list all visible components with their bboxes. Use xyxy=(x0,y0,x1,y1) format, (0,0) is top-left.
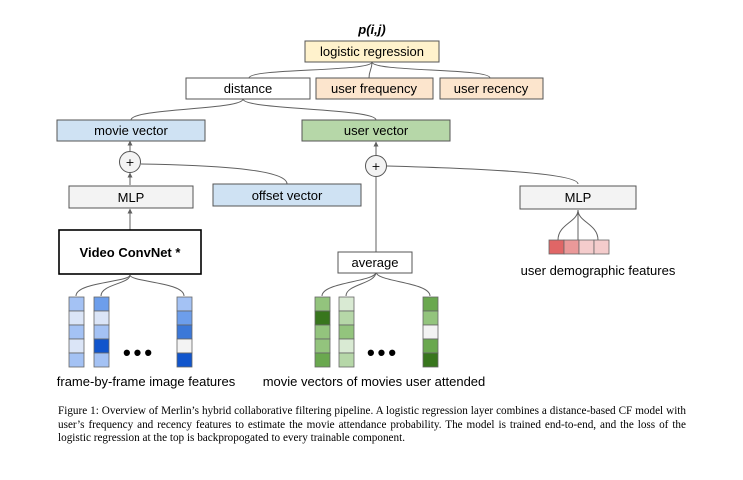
feature-cell xyxy=(176,310,193,326)
feature-cell xyxy=(176,352,193,368)
ellipsis-right: ••• xyxy=(367,340,399,365)
feature-cell xyxy=(338,352,355,368)
mlp-left-node: MLP xyxy=(68,185,194,209)
movie-column-n xyxy=(422,296,439,368)
figure-caption: Figure 1: Overview of Merlin’s hybrid co… xyxy=(58,405,686,444)
mlp-left-label: MLP xyxy=(118,190,145,205)
feature-cell xyxy=(338,338,355,354)
feature-cell xyxy=(176,338,193,354)
mlp-right-node: MLP xyxy=(519,185,637,210)
feature-cell xyxy=(338,296,355,312)
feature-cell xyxy=(93,296,110,312)
feature-cell xyxy=(338,324,355,340)
feature-cell xyxy=(314,296,331,312)
demographic-cell xyxy=(593,239,610,255)
plus-icon: + xyxy=(371,160,380,173)
feature-cell xyxy=(314,352,331,368)
mlp-right-label: MLP xyxy=(565,190,592,205)
offset-vector-label: offset vector xyxy=(252,188,323,203)
feature-cell xyxy=(338,310,355,326)
feature-cell xyxy=(422,324,439,340)
user-demographic-strip xyxy=(548,239,610,255)
feature-cell xyxy=(422,296,439,312)
logistic-regression-label: logistic regression xyxy=(320,44,424,59)
feature-cell xyxy=(68,338,85,354)
plus-node-left: + xyxy=(119,151,141,173)
distance-node: distance xyxy=(185,77,311,100)
movie-vector-label: movie vector xyxy=(94,123,168,138)
movie-column-2 xyxy=(338,296,355,368)
feature-cell xyxy=(422,338,439,354)
feature-cell xyxy=(68,352,85,368)
movie-column-1 xyxy=(314,296,331,368)
video-convnet-node: Video ConvNet * xyxy=(58,229,202,275)
plus-icon: + xyxy=(125,156,134,169)
frame-feature-columns xyxy=(68,296,193,368)
feature-cell xyxy=(93,324,110,340)
feature-cell xyxy=(176,296,193,312)
feature-cell xyxy=(93,352,110,368)
user-recency-label: user recency xyxy=(454,81,529,96)
user-frequency-label: user frequency xyxy=(331,81,417,96)
plus-node-right: + xyxy=(365,155,387,177)
movie-vector-node: movie vector xyxy=(56,119,206,142)
feature-cell xyxy=(68,324,85,340)
user-demographic-features-label: user demographic features xyxy=(521,263,676,278)
average-label: average xyxy=(352,255,399,270)
feature-cell xyxy=(314,324,331,340)
user-vector-node: user vector xyxy=(301,119,451,142)
ellipsis-left: ••• xyxy=(123,340,155,365)
movie-vectors-label: movie vectors of movies user attended xyxy=(263,374,486,389)
offset-vector-node: offset vector xyxy=(212,183,362,207)
video-convnet-label: Video ConvNet * xyxy=(80,245,182,260)
feature-cell xyxy=(314,338,331,354)
feature-cell xyxy=(93,310,110,326)
feature-cell xyxy=(422,310,439,326)
distance-label: distance xyxy=(224,81,272,96)
feature-cell xyxy=(422,352,439,368)
connectors xyxy=(75,61,599,297)
demographic-cell xyxy=(578,239,595,255)
feature-cell xyxy=(68,310,85,326)
feature-cell xyxy=(68,296,85,312)
frame-column-n xyxy=(176,296,193,368)
feature-cell xyxy=(93,338,110,354)
frame-features-label: frame-by-frame image features xyxy=(57,374,236,389)
movie-vector-columns xyxy=(314,296,439,368)
user-recency-node: user recency xyxy=(439,77,544,100)
feature-cell xyxy=(314,310,331,326)
demographic-cell xyxy=(548,239,565,255)
logistic-regression-node: logistic regression xyxy=(304,40,440,63)
frame-column-2 xyxy=(93,296,110,368)
user-vector-label: user vector xyxy=(344,123,409,138)
feature-cell xyxy=(176,324,193,340)
average-node: average xyxy=(337,251,413,274)
demographic-cell xyxy=(563,239,580,255)
user-frequency-node: user frequency xyxy=(315,77,434,100)
frame-column-1 xyxy=(68,296,85,368)
output-probability-label: p(i,j) xyxy=(357,22,385,37)
